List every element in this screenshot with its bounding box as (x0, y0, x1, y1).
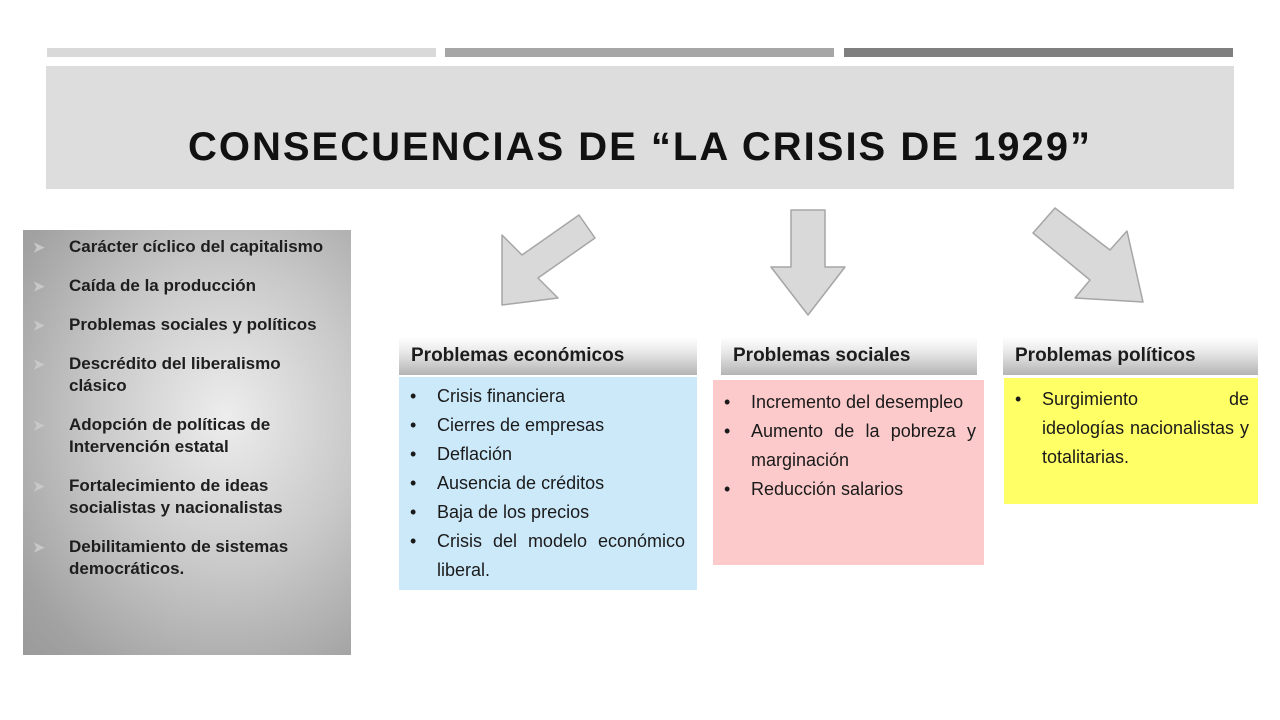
bullet-icon: • (410, 473, 417, 493)
slide-title: CONSECUENCIAS DE “LA CRISIS DE 1929” (187, 125, 1093, 169)
political-problems-header: Problemas políticos (1003, 337, 1258, 375)
bullet-icon: • (1015, 389, 1022, 409)
decor-bar-medium (445, 48, 834, 57)
list-item: ➤Descrédito del liberalismo clásico (33, 354, 281, 395)
list-item: •Ausencia de créditos (407, 469, 685, 498)
arrowhead-bullet-icon: ➤ (33, 417, 45, 433)
arrow-down-left-icon (501, 214, 596, 306)
list-item: ➤Problemas sociales y políticos (33, 315, 317, 334)
title-band: CONSECUENCIAS DE “LA CRISIS DE 1929” (46, 66, 1234, 189)
list-item: ➤Fortalecimiento de ideas socialistas y … (33, 476, 283, 517)
bullet-icon: • (724, 392, 731, 412)
bullet-icon: • (724, 421, 731, 441)
arrowhead-bullet-icon: ➤ (33, 356, 45, 372)
bullet-icon: • (410, 415, 417, 435)
bullet-icon: • (410, 531, 417, 551)
arrowhead-bullet-icon: ➤ (33, 317, 45, 333)
list-item: •Crisis financiera (407, 382, 685, 411)
list-item: •Reducción salarios (721, 475, 976, 504)
economic-problems-header: Problemas económicos (399, 337, 697, 375)
economic-problems-box: •Crisis financiera •Cierres de empresas … (399, 377, 697, 590)
list-item: •Crisis del modelo económico liberal. (407, 527, 685, 585)
bullet-icon: • (410, 386, 417, 406)
list-item: •Aumento de la pobreza y marginación (721, 417, 976, 475)
bullet-icon: • (410, 502, 417, 522)
arrow-down-icon (770, 209, 846, 316)
list-item: ➤Debilitamiento de sistemas democráticos… (33, 537, 289, 578)
social-problems-header: Problemas sociales (721, 337, 977, 375)
list-item: •Deflación (407, 440, 685, 469)
causes-list: ➤Carácter cíclico del capitalismo ➤Caída… (33, 236, 335, 580)
bullet-icon: • (410, 444, 417, 464)
arrowhead-bullet-icon: ➤ (33, 539, 45, 555)
social-problems-list: •Incremento del desempleo •Aumento de la… (721, 388, 976, 504)
political-problems-list: •Surgimiento de ideologías nacionalistas… (1012, 385, 1249, 472)
economic-problems-list: •Crisis financiera •Cierres de empresas … (407, 382, 685, 585)
arrowhead-bullet-icon: ➤ (33, 239, 45, 255)
list-item: •Baja de los precios (407, 498, 685, 527)
decor-bar-dark (844, 48, 1233, 57)
list-item: ➤Adopción de políticas de Intervención e… (33, 415, 271, 456)
political-problems-box: •Surgimiento de ideologías nacionalistas… (1004, 378, 1258, 504)
list-item: •Surgimiento de ideologías nacionalistas… (1012, 385, 1249, 472)
arrowhead-bullet-icon: ➤ (33, 478, 45, 494)
social-problems-box: •Incremento del desempleo •Aumento de la… (713, 380, 984, 565)
bullet-icon: • (724, 479, 731, 499)
causes-panel: ➤Carácter cíclico del capitalismo ➤Caída… (23, 230, 351, 655)
list-item: ➤Caída de la producción (33, 276, 257, 295)
arrow-down-right-icon (1032, 207, 1144, 303)
arrowhead-bullet-icon: ➤ (33, 278, 45, 294)
list-item: •Incremento del desempleo (721, 388, 976, 417)
list-item: •Cierres de empresas (407, 411, 685, 440)
list-item: ➤Carácter cíclico del capitalismo (33, 237, 324, 256)
decor-bar-light (47, 48, 436, 57)
